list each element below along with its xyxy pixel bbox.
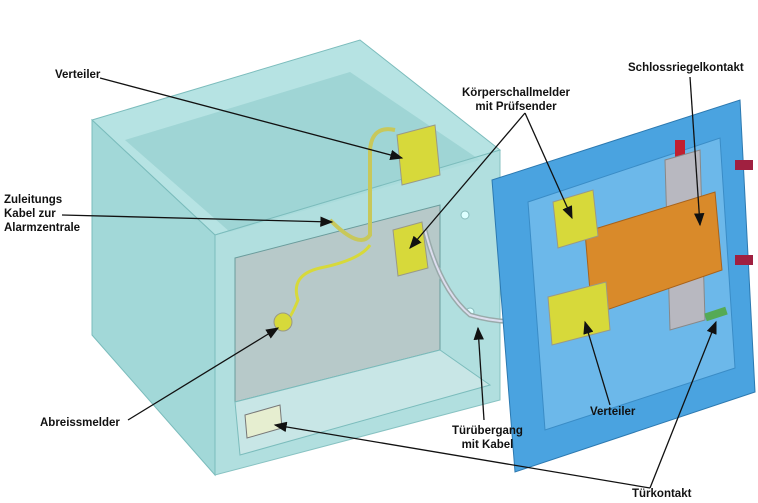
label-tuerkontakt: Türkontakt — [632, 488, 692, 500]
label-zuleitung-line2: Kabel zur — [4, 208, 56, 220]
koerperschall-door-box — [552, 189, 599, 249]
label-koerperschallmelder: Körperschallmelder mit Prüfsender — [462, 86, 570, 114]
label-verteiler-door: Verteiler — [590, 406, 636, 418]
label-zuleitung: Zuleitungs Kabel zur Alarmzentrale — [4, 193, 80, 235]
abreissmelder-sensor — [273, 312, 293, 332]
label-verteiler-top: Verteiler — [55, 69, 101, 81]
callout-arrows — [61, 76, 717, 489]
label-zuleitung-line1: Zuleitungs — [4, 194, 63, 206]
label-koerperschall-line1: Körperschallmelder — [462, 87, 571, 99]
label-tueruebergang-line2: mit Kabel — [461, 439, 514, 451]
label-tueruebergang: Türübergang mit Kabel — [452, 424, 523, 452]
safe-door — [491, 99, 756, 473]
verteiler-door-box — [547, 281, 611, 346]
safe-body — [91, 39, 502, 477]
label-koerperschall-line2: mit Prüfsender — [475, 101, 557, 113]
koerperschall-body-box — [392, 221, 429, 277]
label-zuleitung-line3: Alarmzentrale — [4, 222, 81, 234]
label-tueruebergang-line1: Türübergang — [452, 425, 523, 437]
verteiler-body-box — [396, 124, 441, 186]
label-abreissmelder: Abreissmelder — [40, 417, 120, 429]
label-schlossriegelkontakt: Schlossriegelkontakt — [628, 62, 744, 74]
